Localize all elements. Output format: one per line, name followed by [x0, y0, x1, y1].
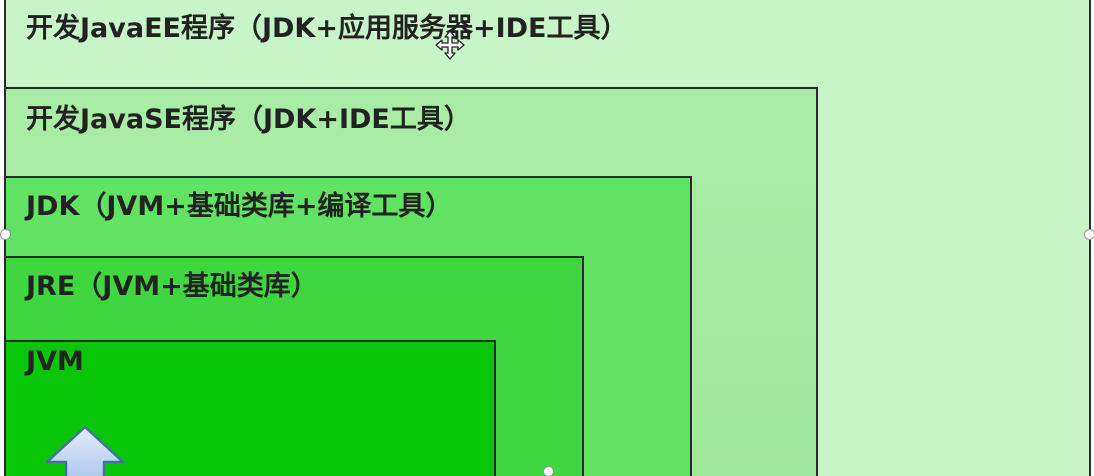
resize-handle-left[interactable] [0, 229, 11, 240]
javase-layer-label: 开发JavaSE程序（JDK+IDE工具） [26, 104, 471, 135]
jvm-layer-label: JVM [26, 346, 84, 377]
resize-handle-bottom[interactable] [543, 466, 554, 476]
jre-layer-label: JRE（JVM+基础类库） [26, 271, 318, 302]
up-arrow-icon[interactable] [44, 424, 126, 476]
jdk-layer-label: JDK（JVM+基础类库+编译工具） [26, 191, 453, 222]
move-cursor-icon [435, 30, 465, 60]
resize-handle-right[interactable] [1084, 229, 1094, 240]
javaee-layer-label: 开发JavaEE程序（JDK+应用服务器+IDE工具） [26, 13, 628, 44]
